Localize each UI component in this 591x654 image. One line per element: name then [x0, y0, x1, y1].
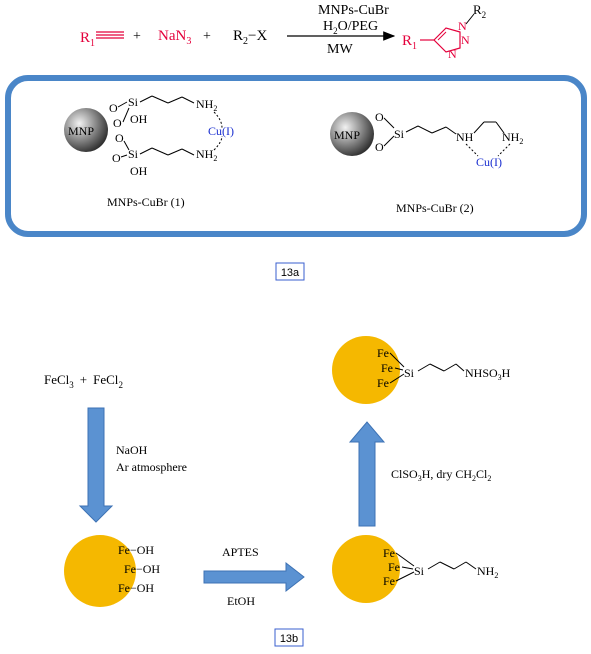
- svg-text:Fe: Fe: [383, 574, 395, 588]
- svg-text:Si: Si: [128, 95, 139, 109]
- svg-text:O: O: [109, 101, 118, 115]
- plus-sign: +: [133, 29, 141, 44]
- svg-text:Si: Si: [404, 366, 415, 380]
- triazole-product: R1 N N N R2: [402, 2, 486, 61]
- reaction-equation: R1 + NaN3 + R2−X MNPs-CuBr H2O/PEG MW R1…: [80, 2, 486, 61]
- solvent-label: H2O/PEG: [323, 19, 378, 36]
- sulfamic-acid-sphere: [332, 336, 400, 404]
- starting-materials: FeCl3+FeCl2: [44, 372, 123, 390]
- svg-text:N: N: [461, 33, 470, 47]
- sodium-azide: NaN3: [158, 28, 191, 47]
- svg-text:R1: R1: [80, 30, 95, 49]
- svg-text:OH: OH: [130, 164, 148, 178]
- aminopropyl-sphere: [332, 535, 400, 603]
- step3-reagent: ClSO3H, dry CH2Cl2: [391, 467, 491, 483]
- magnetite-sphere: [64, 535, 136, 607]
- catalyst-1-name: MNPs-CuBr (1): [107, 195, 185, 209]
- step2-reagent: APTES: [222, 545, 259, 559]
- svg-text:NH2: NH2: [502, 130, 523, 146]
- up-arrow: [348, 421, 386, 527]
- svg-text:13a: 13a: [281, 267, 300, 279]
- svg-text:Fe: Fe: [381, 361, 393, 375]
- svg-text:O: O: [375, 140, 384, 154]
- label-13a: 13a: [275, 262, 305, 281]
- svg-text:Fe: Fe: [383, 546, 395, 560]
- mnp-sphere: [64, 108, 108, 152]
- svg-text:Fe−OH: Fe−OH: [118, 543, 154, 557]
- svg-text:O: O: [112, 151, 121, 165]
- svg-text:NHSO3H: NHSO3H: [465, 366, 511, 382]
- catalyst-2-name: MNPs-CuBr (2): [396, 201, 474, 215]
- mnp-sphere: [330, 112, 374, 156]
- svg-text:Fe: Fe: [377, 346, 389, 360]
- svg-text:Si: Si: [128, 147, 139, 161]
- svg-text:MNP: MNP: [334, 128, 360, 142]
- svg-text:OH: OH: [130, 112, 148, 126]
- catalyst-label: MNPs-CuBr: [318, 3, 389, 18]
- svg-text:O: O: [375, 110, 384, 124]
- plus-sign: +: [203, 29, 211, 44]
- svg-text:NH: NH: [456, 130, 474, 144]
- svg-text:NH2: NH2: [196, 97, 217, 113]
- svg-text:Si: Si: [394, 127, 405, 141]
- svg-text:NH2: NH2: [196, 147, 217, 163]
- svg-text:N: N: [448, 47, 457, 61]
- label-13b: 13b: [274, 628, 304, 647]
- step1-reagent: NaOH: [116, 443, 148, 457]
- alkyl-halide: R2−X: [233, 28, 267, 47]
- svg-text:Fe−OH: Fe−OH: [124, 562, 160, 576]
- copper-label: Cu(I): [476, 155, 502, 169]
- step1-condition: Ar atmosphere: [116, 460, 187, 474]
- svg-text:O: O: [115, 131, 124, 145]
- right-arrow: [203, 561, 305, 593]
- svg-text:Fe: Fe: [388, 560, 400, 574]
- down-arrow: [78, 407, 114, 523]
- svg-text:NH2: NH2: [477, 564, 498, 580]
- step2-solvent: EtOH: [227, 594, 255, 608]
- svg-text:Si: Si: [414, 564, 425, 578]
- svg-text:Fe−OH: Fe−OH: [118, 581, 154, 595]
- copper-label: Cu(I): [208, 124, 234, 138]
- svg-text:MNP: MNP: [68, 124, 94, 138]
- svg-text:R1: R1: [402, 33, 417, 52]
- condition-label: MW: [327, 42, 353, 57]
- catalyst-panel: [5, 75, 587, 237]
- alkyne: R1: [80, 30, 124, 49]
- r2-substituent: R2: [473, 2, 486, 20]
- svg-text:Fe: Fe: [377, 376, 389, 390]
- svg-text:N: N: [458, 19, 467, 33]
- svg-text:13b: 13b: [280, 633, 298, 645]
- catalyst-structure-2: MNP O O Si NH NH2 Cu(I) MNPs-CuBr (2): [330, 110, 523, 215]
- catalyst-structure-1: MNP O Si OH O NH2 O O Si OH NH2 Cu(I) MN…: [64, 95, 234, 209]
- svg-text:O: O: [113, 116, 122, 130]
